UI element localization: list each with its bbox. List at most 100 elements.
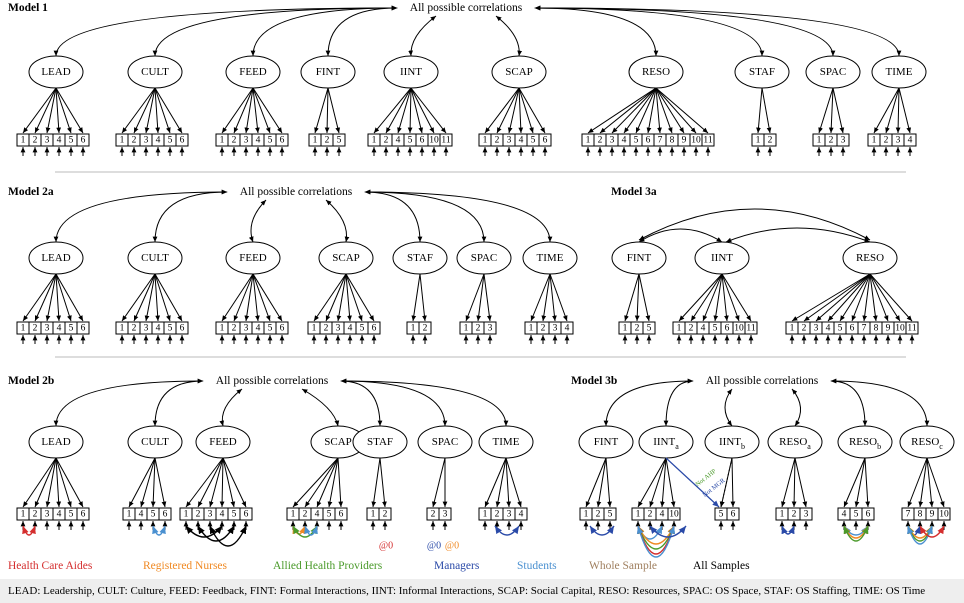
indicator-label: 5 <box>608 510 613 520</box>
loading-arrow <box>244 273 254 322</box>
residual-covariance-arc <box>304 525 318 536</box>
indicator-box <box>763 133 777 147</box>
constraint-note: @0 <box>379 541 393 552</box>
correlation-arc <box>663 378 694 427</box>
correlation-arc <box>638 228 723 243</box>
indicator-label: 6 <box>163 510 168 520</box>
loading-arrow <box>505 457 522 508</box>
factor-label: IINT <box>400 66 422 78</box>
indicator-label: 5 <box>360 324 365 334</box>
indicator-label: 2 <box>635 324 640 334</box>
indicator-label: 4 <box>57 510 62 520</box>
loading-arrow <box>419 273 427 322</box>
loading-arrow <box>926 457 945 508</box>
loading-arrow <box>154 87 161 134</box>
loading-arrow <box>690 273 723 322</box>
factor-label: IINTb <box>719 436 745 451</box>
indicator-label: 6 <box>646 136 651 146</box>
loading-arrow <box>476 273 485 322</box>
indicator-label: 8 <box>874 324 879 334</box>
correlation-label: All possible correlations <box>410 2 523 14</box>
loading-arrow <box>505 457 512 508</box>
factor-label: SPAC <box>432 436 459 448</box>
indicator-box <box>701 133 715 147</box>
indicator-label: 1 <box>529 324 534 334</box>
loading-arrow <box>221 273 254 322</box>
factor-label: TIME <box>886 66 913 78</box>
loading-arrow <box>862 273 871 322</box>
indicator-box <box>514 507 528 521</box>
indicator-label: 8 <box>670 136 675 146</box>
indicator-label: 4 <box>348 324 353 334</box>
factor-label: FEED <box>239 66 267 78</box>
loading-arrow <box>379 457 387 508</box>
residual-covariance-arc <box>589 525 615 536</box>
loading-arrow <box>397 87 412 134</box>
correlation-arc <box>364 189 423 243</box>
loading-arrow <box>345 273 363 322</box>
correlation-arc <box>638 208 871 241</box>
legend-entry: Whole Sample <box>589 560 657 572</box>
indicator-label: 2 <box>689 324 694 334</box>
loading-arrow <box>373 87 412 134</box>
indicator-box <box>905 321 919 335</box>
loading-arrow <box>55 457 62 508</box>
indicator-label: 5 <box>337 136 342 146</box>
indicator-label: 3 <box>45 510 50 520</box>
loading-arrow <box>337 457 344 508</box>
indicator-label: 5 <box>268 324 273 334</box>
correlation-arc <box>325 199 350 243</box>
loading-arrow <box>233 273 254 322</box>
indicator-label: 3 <box>896 136 901 146</box>
loading-arrow <box>839 273 871 322</box>
residual-covariance-arc <box>649 525 687 538</box>
indicator-label: 8 <box>918 510 923 520</box>
indicator-label: 6 <box>180 136 185 146</box>
loading-arrow <box>611 87 657 134</box>
indicator-label: 6 <box>180 324 185 334</box>
loading-arrow <box>252 273 283 322</box>
loading-arrow <box>851 273 871 322</box>
indicator-label: 7 <box>862 324 867 334</box>
indicator-label: 3 <box>244 136 249 146</box>
loading-arrow <box>518 87 524 134</box>
correlation-arc <box>791 388 801 427</box>
loading-arrow <box>484 87 520 134</box>
loading-arrow <box>410 87 435 134</box>
factor-label: SCAP <box>505 66 533 78</box>
loading-arrow <box>898 87 912 134</box>
loading-arrow <box>587 87 657 134</box>
factor-label: CULT <box>141 252 169 264</box>
correlation-arc <box>534 5 836 57</box>
loading-arrow <box>465 273 485 322</box>
indicator-label: 11 <box>703 136 712 146</box>
indicator-label: 11 <box>746 324 755 334</box>
model-title: Model 2b <box>8 375 54 387</box>
loading-arrow <box>154 273 171 322</box>
indicator-label: 1 <box>483 136 488 146</box>
indicator-box <box>332 133 346 147</box>
factor-label: STAF <box>367 436 393 448</box>
loading-arrow <box>518 87 534 134</box>
indicator-label: 4 <box>565 324 570 334</box>
loading-arrow <box>895 87 901 134</box>
indicator-label: 3 <box>45 324 50 334</box>
factor-label: CULT <box>141 436 169 448</box>
legend-entry: Managers <box>434 560 480 572</box>
loading-arrow <box>585 457 607 508</box>
indicator-label: 1 <box>120 324 125 334</box>
indicator-label: 4 <box>156 136 161 146</box>
correlation-arc <box>830 378 930 427</box>
